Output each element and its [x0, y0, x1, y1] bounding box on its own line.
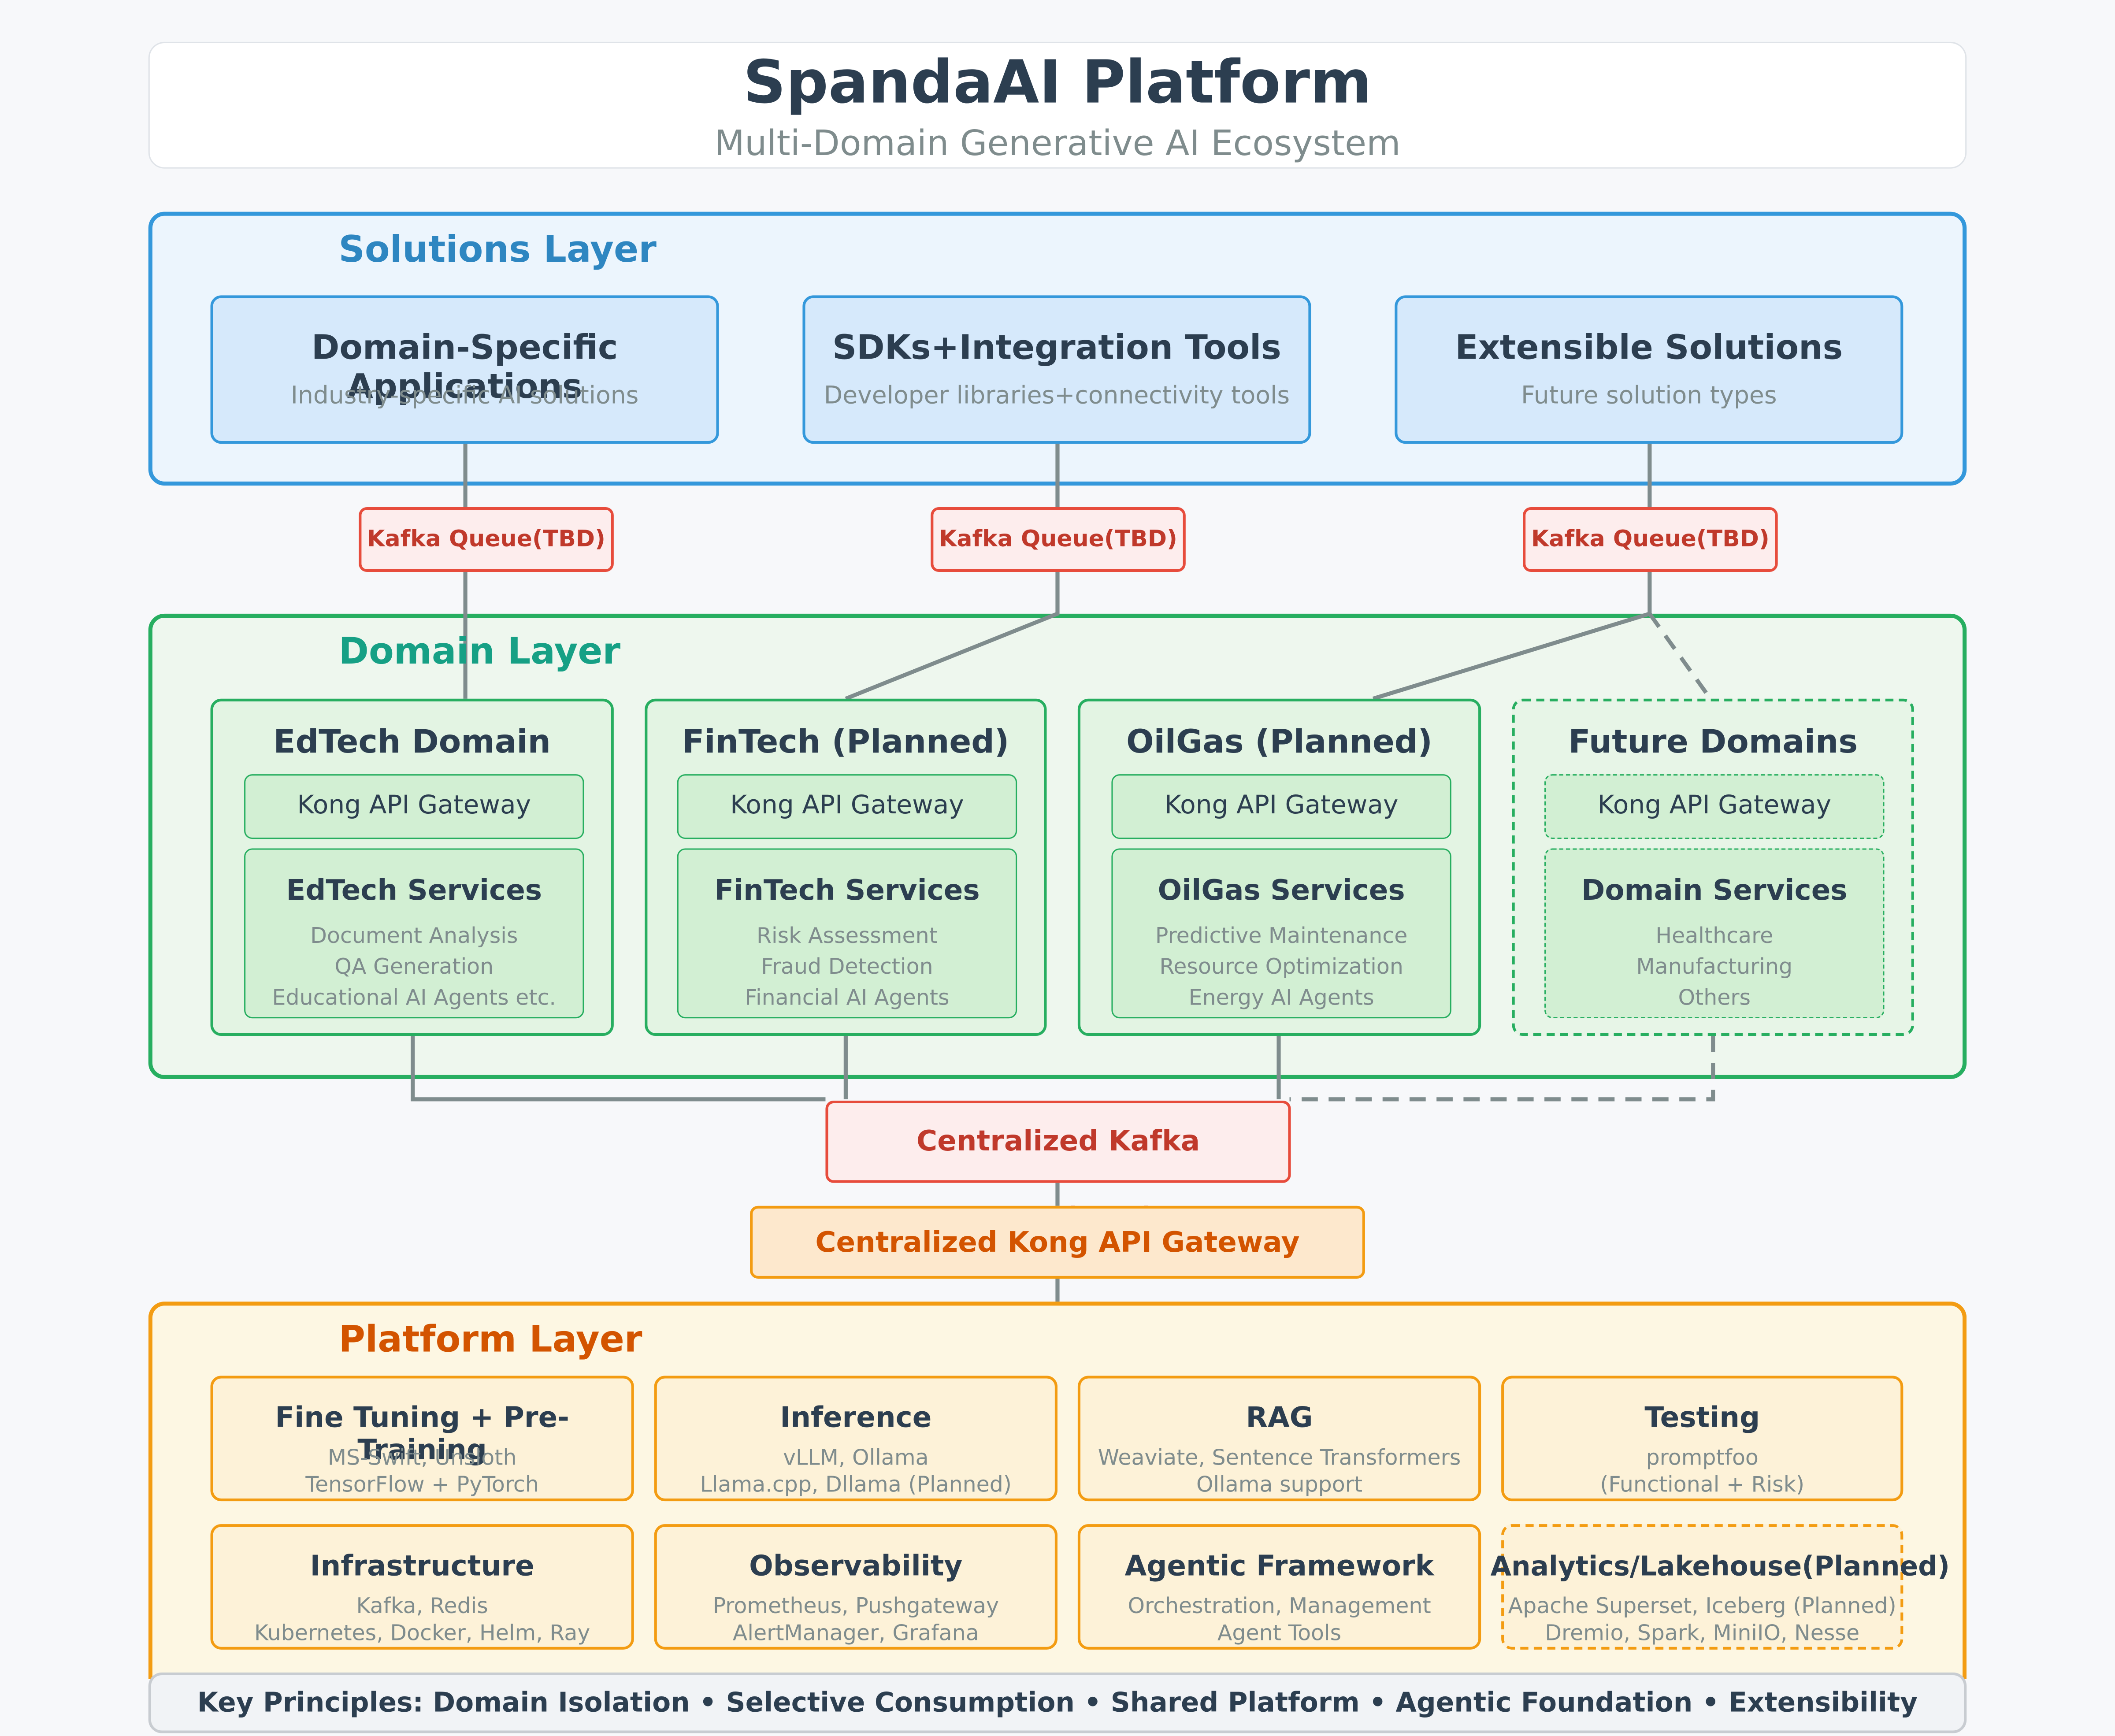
platform-card-inference[interactable]: Inference vLLM, Ollama Llama.cpp, Dllama…: [654, 1376, 1058, 1502]
solution-card-desc: Industry-specific AI solutions: [290, 382, 639, 410]
central-kong-gateway[interactable]: Centralized Kong API Gateway: [750, 1206, 1365, 1279]
domain-card-oilgas[interactable]: OilGas (Planned) Kong API Gateway OilGas…: [1077, 698, 1481, 1036]
platform-card-line: Apache Superset, Iceberg (Planned): [1508, 1593, 1896, 1619]
connector-line: [411, 1036, 826, 1102]
platform-card-title: Inference: [780, 1401, 932, 1434]
kafka-queue-domain-apps[interactable]: Kafka Queue(TBD): [359, 507, 614, 572]
domain-card-title: Future Domains: [1568, 723, 1858, 761]
page-title: SpandaAI Platform: [743, 48, 1372, 118]
platform-card-line: Kafka, Redis: [356, 1593, 488, 1619]
kafka-queue-sdks[interactable]: Kafka Queue(TBD): [931, 507, 1186, 572]
platform-card-line: Dremio, Spark, MiniIO, Nesse: [1545, 1620, 1860, 1646]
key-principles-footer: Key Principles: Domain Isolation • Selec…: [148, 1672, 1967, 1733]
platform-card-title: Observability: [749, 1550, 963, 1582]
domain-card-edtech[interactable]: EdTech Domain Kong API Gateway EdTech Se…: [210, 698, 614, 1036]
platform-card-line: Orchestration, Management: [1128, 1593, 1431, 1619]
domain-gateway[interactable]: Kong API Gateway: [1111, 774, 1451, 839]
platform-card-infrastructure[interactable]: Infrastructure Kafka, Redis Kubernetes, …: [210, 1524, 634, 1650]
central-kafka-queue[interactable]: Centralized Kafka Queue(TBD): [825, 1100, 1291, 1234]
platform-card-line: TensorFlow + PyTorch: [305, 1471, 539, 1497]
domain-card-title: OilGas (Planned): [1126, 723, 1432, 761]
solution-card-title: Extensible Solutions: [1455, 327, 1843, 367]
service-item: Manufacturing: [1636, 953, 1793, 979]
connector-line: [1372, 571, 1652, 701]
service-item: Financial AI Agents: [745, 984, 950, 1010]
header-panel: [148, 41, 1967, 169]
solutions-layer-title: Solutions Layer: [338, 229, 657, 271]
platform-card-line: MS-Swift, Unsloth: [327, 1444, 517, 1470]
domain-services-title: FinTech Services: [714, 874, 980, 907]
service-item: Energy AI Agents: [1188, 984, 1374, 1010]
domain-services-box[interactable]: FinTech Services Risk Assessment Fraud D…: [677, 848, 1017, 1019]
domain-card-title: EdTech Domain: [273, 723, 551, 761]
domain-card-future[interactable]: Future Domains Kong API Gateway Domain S…: [1512, 698, 1914, 1036]
service-item: Healthcare: [1655, 922, 1774, 949]
domain-layer-title: Domain Layer: [338, 631, 621, 673]
domain-services-box[interactable]: OilGas Services Predictive Maintenance R…: [1111, 848, 1451, 1019]
solution-card-title: SDKs+Integration Tools: [832, 327, 1281, 367]
service-item: Educational AI Agents etc.: [272, 984, 557, 1010]
service-item: Document Analysis: [310, 922, 518, 949]
platform-card-observability[interactable]: Observability Prometheus, Pushgateway Al…: [654, 1524, 1058, 1650]
domain-gateway[interactable]: Kong API Gateway: [1544, 774, 1885, 839]
domain-gateway[interactable]: Kong API Gateway: [244, 774, 584, 839]
platform-card-line: vLLM, Ollama: [783, 1444, 929, 1470]
connector-line-dashed: [1289, 1036, 1715, 1102]
service-item: Risk Assessment: [756, 922, 938, 949]
page-subtitle: Multi-Domain Generative AI Ecosystem: [714, 124, 1401, 165]
platform-card-analytics-lakehouse[interactable]: Analytics/Lakehouse(Planned) Apache Supe…: [1491, 1524, 1950, 1650]
service-item: Others: [1678, 984, 1751, 1010]
service-item: Fraud Detection: [761, 953, 933, 979]
platform-card-line: Ollama support: [1196, 1471, 1363, 1497]
solution-card-sdks[interactable]: SDKs+Integration Tools Developer librari…: [802, 295, 1311, 444]
kafka-queue-extensible[interactable]: Kafka Queue(TBD): [1523, 507, 1778, 572]
platform-card-title: Agentic Framework: [1124, 1550, 1434, 1582]
platform-card-line: Llama.cpp, Dllama (Planned): [700, 1471, 1012, 1497]
platform-card-rag[interactable]: RAG Weaviate, Sentence Transformers Olla…: [1077, 1376, 1481, 1502]
solution-card-extensible[interactable]: Extensible Solutions Future solution typ…: [1395, 295, 1904, 444]
platform-card-line: Prometheus, Pushgateway: [712, 1593, 999, 1619]
service-item: Predictive Maintenance: [1155, 922, 1408, 949]
platform-card-testing[interactable]: Testing promptfoo (Functional + Risk): [1501, 1376, 1904, 1502]
platform-card-line: (Functional + Risk): [1600, 1471, 1805, 1497]
platform-card-line: Kubernetes, Docker, Helm, Ray: [254, 1620, 590, 1646]
domain-services-title: EdTech Services: [286, 874, 542, 907]
solution-card-desc: Future solution types: [1521, 382, 1777, 410]
domain-card-fintech[interactable]: FinTech (Planned) Kong API Gateway FinTe…: [645, 698, 1047, 1036]
service-item: QA Generation: [334, 953, 494, 979]
domain-services-box[interactable]: Domain Services Healthcare Manufacturing…: [1544, 848, 1885, 1019]
connector-line: [845, 571, 1060, 701]
service-item: Resource Optimization: [1159, 953, 1403, 979]
platform-layer-title: Platform Layer: [338, 1319, 642, 1361]
platform-card-title: RAG: [1246, 1401, 1313, 1434]
platform-card-line: Agent Tools: [1217, 1620, 1342, 1646]
platform-card-fine-tuning[interactable]: Fine Tuning + Pre-Training MS-Swift, Uns…: [210, 1376, 634, 1502]
domain-services-title: Domain Services: [1581, 874, 1848, 907]
platform-card-title: Analytics/Lakehouse(Planned): [1490, 1550, 1950, 1582]
solution-card-domain-apps[interactable]: Domain-Specific Applications Industry-sp…: [210, 295, 719, 444]
domain-services-title: OilGas Services: [1158, 874, 1405, 907]
platform-card-agentic-framework[interactable]: Agentic Framework Orchestration, Managem…: [1077, 1524, 1481, 1650]
connector-line-dashed: [1648, 612, 1712, 700]
domain-card-title: FinTech (Planned): [682, 723, 1009, 761]
platform-card-title: Testing: [1644, 1401, 1760, 1434]
domain-gateway[interactable]: Kong API Gateway: [677, 774, 1017, 839]
platform-card-title: Fine Tuning + Pre-Training: [275, 1401, 569, 1466]
platform-card-line: AlertManager, Grafana: [732, 1620, 979, 1646]
platform-card-line: promptfoo: [1646, 1444, 1759, 1470]
solution-card-desc: Developer libraries+connectivity tools: [824, 382, 1290, 410]
platform-card-title: Infrastructure: [310, 1550, 534, 1582]
platform-card-line: Weaviate, Sentence Transformers: [1098, 1444, 1461, 1470]
domain-services-box[interactable]: EdTech Services Document Analysis QA Gen…: [244, 848, 584, 1019]
solution-card-title: Domain-Specific Applications: [311, 327, 618, 406]
